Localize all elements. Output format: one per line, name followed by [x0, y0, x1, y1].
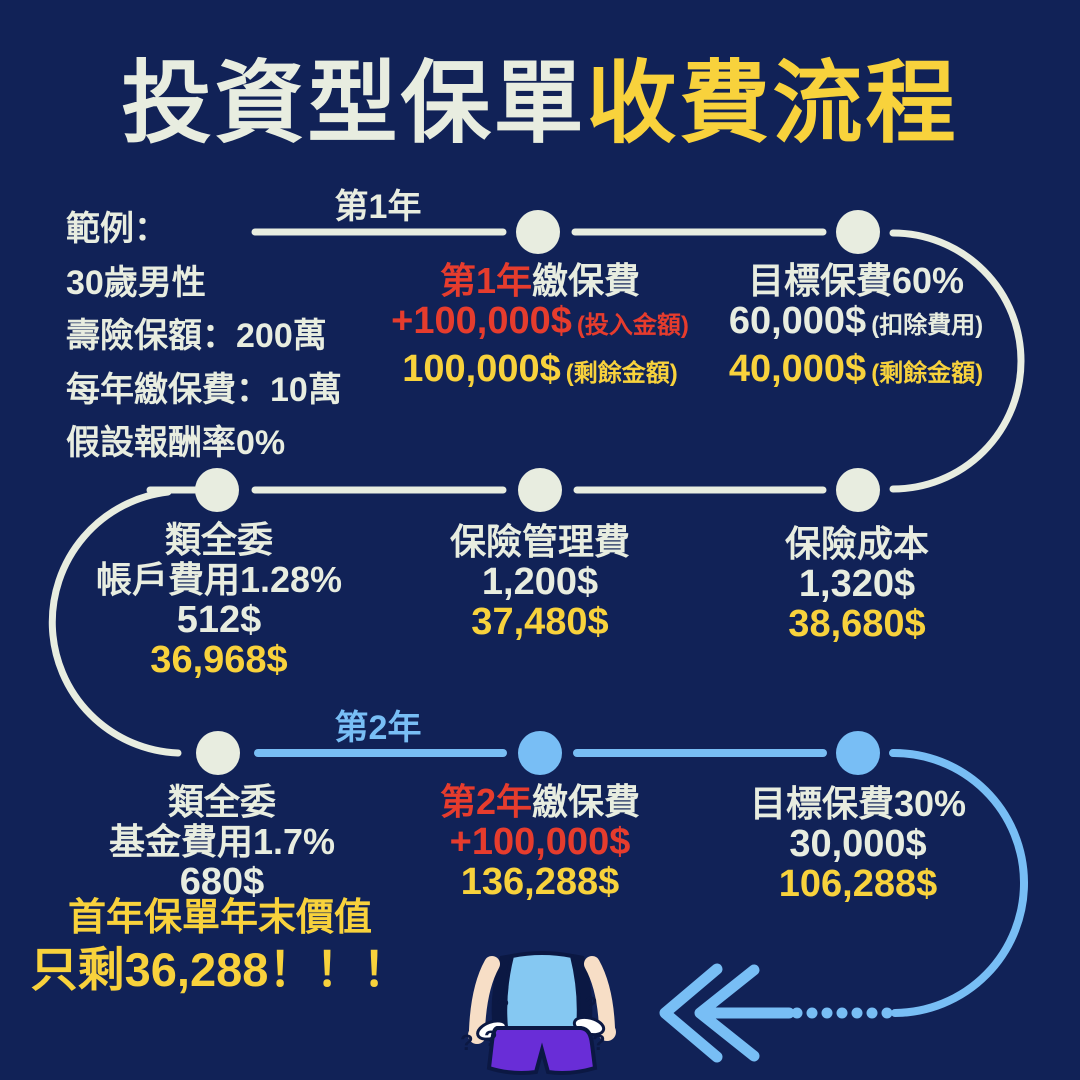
conclusion-line1: 首年保單年末價值	[67, 897, 373, 939]
year1-target-node: 目標保費60% 60,000$(扣除費用) 40,000$(剩餘金額)	[729, 261, 983, 397]
example-line: 30歲男性	[66, 263, 206, 302]
svg-text:?: ?	[484, 1026, 497, 1051]
node-title: 繳保費	[532, 260, 641, 301]
example-line: 每年繳保費：10萬	[66, 370, 342, 409]
year1-premium-node: 第1年繳保費 +100,000$(投入金額) 100,000$(剩餘金額)	[391, 261, 689, 397]
timeline-year2	[254, 731, 1028, 1063]
person-right-arm	[584, 956, 615, 1036]
fee-cost-node: 保險成本 1,320$ 38,680$	[784, 523, 930, 645]
deduct-note: (扣除費用)	[871, 312, 984, 339]
empty-pockets-person-icon: ? ? ? ? ?	[460, 951, 616, 1075]
remaining-amount: 36,968$	[150, 639, 288, 681]
title-part-plain: 投資型保單	[121, 54, 587, 154]
invest-note: (投入金額)	[576, 312, 689, 339]
fee-discretionary-node: 類全委 帳戶費用1.28% 512$ 36,968$	[95, 519, 343, 681]
example-line: 假設報酬率0%	[66, 424, 286, 462]
remaining-amount: 106,288$	[778, 863, 938, 905]
timeline-dot	[836, 731, 880, 775]
node-title: 目標保費30%	[749, 783, 967, 824]
fee-amount: 1,200$	[481, 561, 599, 603]
invest-amount: +100,000$	[391, 300, 572, 342]
fee-amount: 512$	[176, 599, 262, 641]
node-title: 保險成本	[784, 523, 930, 564]
timeline-dot	[196, 731, 240, 775]
node-title: 類全委	[164, 519, 274, 560]
fee-amount: 680$	[179, 861, 265, 903]
timeline-dot	[518, 731, 562, 775]
node-title: 類全委	[167, 781, 276, 822]
person-shirt	[503, 951, 581, 1035]
person-left-arm	[469, 956, 500, 1038]
remaining-amount: 40,000$	[728, 348, 867, 390]
svg-text:?: ?	[460, 1030, 473, 1055]
timeline-dot	[518, 468, 562, 512]
example-line: 壽險保額：200萬	[66, 317, 327, 355]
remaining-amount: 100,000$	[402, 348, 561, 390]
person-shorts	[486, 1026, 598, 1075]
fee-rate: 基金費用1.7%	[108, 821, 336, 862]
invest-amount: +100,000$	[449, 821, 631, 863]
dotted-trail	[791, 1007, 893, 1019]
remaining-note: (剩餘金額)	[565, 360, 678, 387]
node-title-highlight: 第1年	[439, 260, 533, 301]
timeline-dot	[195, 468, 239, 512]
fee-amount: 1,320$	[798, 563, 916, 605]
svg-text:?: ?	[496, 994, 509, 1019]
double-chevron-left-arrow-icon	[659, 963, 795, 1063]
node-title: 保險管理費	[449, 521, 631, 562]
timeline-year1	[251, 210, 1025, 493]
year2-fund-fee-node: 類全委 基金費用1.7% 680$	[108, 781, 336, 903]
year2-label: 第2年	[334, 709, 422, 747]
deduct-amount: 30,000$	[789, 823, 927, 865]
fee-rate: 帳戶費用1.28%	[95, 559, 343, 600]
conclusion-block: 首年保單年末價值 只剩36,288！！！	[31, 897, 410, 995]
fee-management-node: 保險管理費 1,200$ 37,480$	[449, 521, 631, 643]
timeline-fees-row	[48, 468, 880, 775]
node-title: 目標保費60%	[747, 260, 965, 301]
year2-premium-node: 第2年繳保費 +100,000$ 136,288$	[439, 781, 641, 903]
question-marks: ? ? ? ? ?	[460, 992, 605, 1055]
example-block: 範例： 30歲男性 壽險保額：200萬 每年繳保費：10萬 假設報酬率0%	[66, 203, 342, 471]
node-title: 繳保費	[532, 781, 641, 822]
remaining-note: (剩餘金額)	[871, 360, 984, 387]
conclusion-line2: 只剩36,288！！！	[30, 943, 410, 996]
total-amount: 136,288$	[460, 861, 620, 903]
page-title: 投資型保單收費流程	[122, 56, 959, 152]
title-part-accent: 收費流程	[586, 54, 959, 154]
example-line: 範例：	[66, 210, 168, 248]
node-title-highlight: 第2年	[439, 781, 533, 822]
year1-label: 第1年	[334, 188, 422, 226]
connector-arc-right	[889, 229, 1025, 493]
timeline-dot	[836, 210, 880, 254]
remaining-amount: 38,680$	[788, 603, 926, 645]
year2-target-node: 目標保費30% 30,000$ 106,288$	[749, 783, 967, 905]
deduct-amount: 60,000$	[728, 300, 867, 342]
connector-arc-left	[48, 488, 182, 757]
timeline-dot	[516, 210, 560, 254]
timeline-dot	[836, 468, 880, 512]
svg-text:?: ?	[592, 1030, 605, 1055]
svg-text:?: ?	[584, 992, 597, 1017]
remaining-amount: 37,480$	[471, 601, 609, 643]
connector-arc-right	[889, 748, 1028, 1017]
